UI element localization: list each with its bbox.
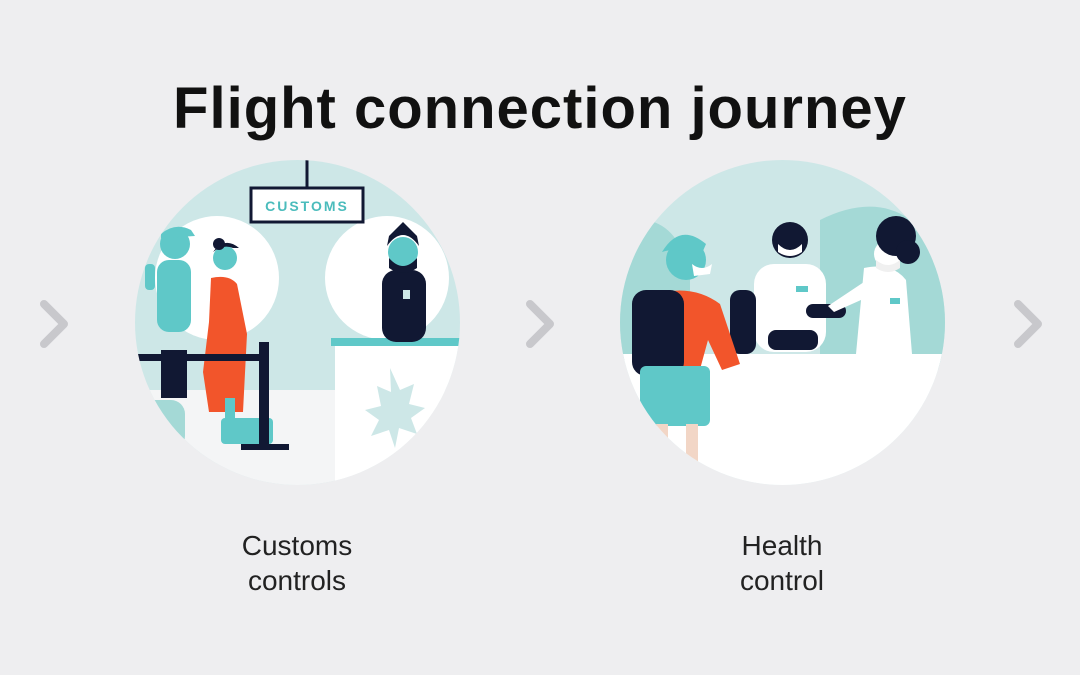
customs-sign: CUSTOMS <box>265 198 349 214</box>
chevron-right-icon <box>1014 300 1042 348</box>
step-label-line: control <box>739 565 825 596</box>
step-label-customs: Customs controls <box>137 528 457 598</box>
customs-illustration: CUSTOMS <box>135 160 460 485</box>
health-control-illustration <box>620 160 945 485</box>
page-title: Flight connection journey <box>173 75 907 141</box>
chevron-right-icon <box>40 300 68 348</box>
step-label-line: Customs <box>241 530 353 561</box>
step-label-line: Health <box>741 530 823 561</box>
step-label-line: controls <box>247 565 347 596</box>
chevron-right-icon <box>526 300 554 348</box>
step-label-health: Health control <box>622 528 942 598</box>
